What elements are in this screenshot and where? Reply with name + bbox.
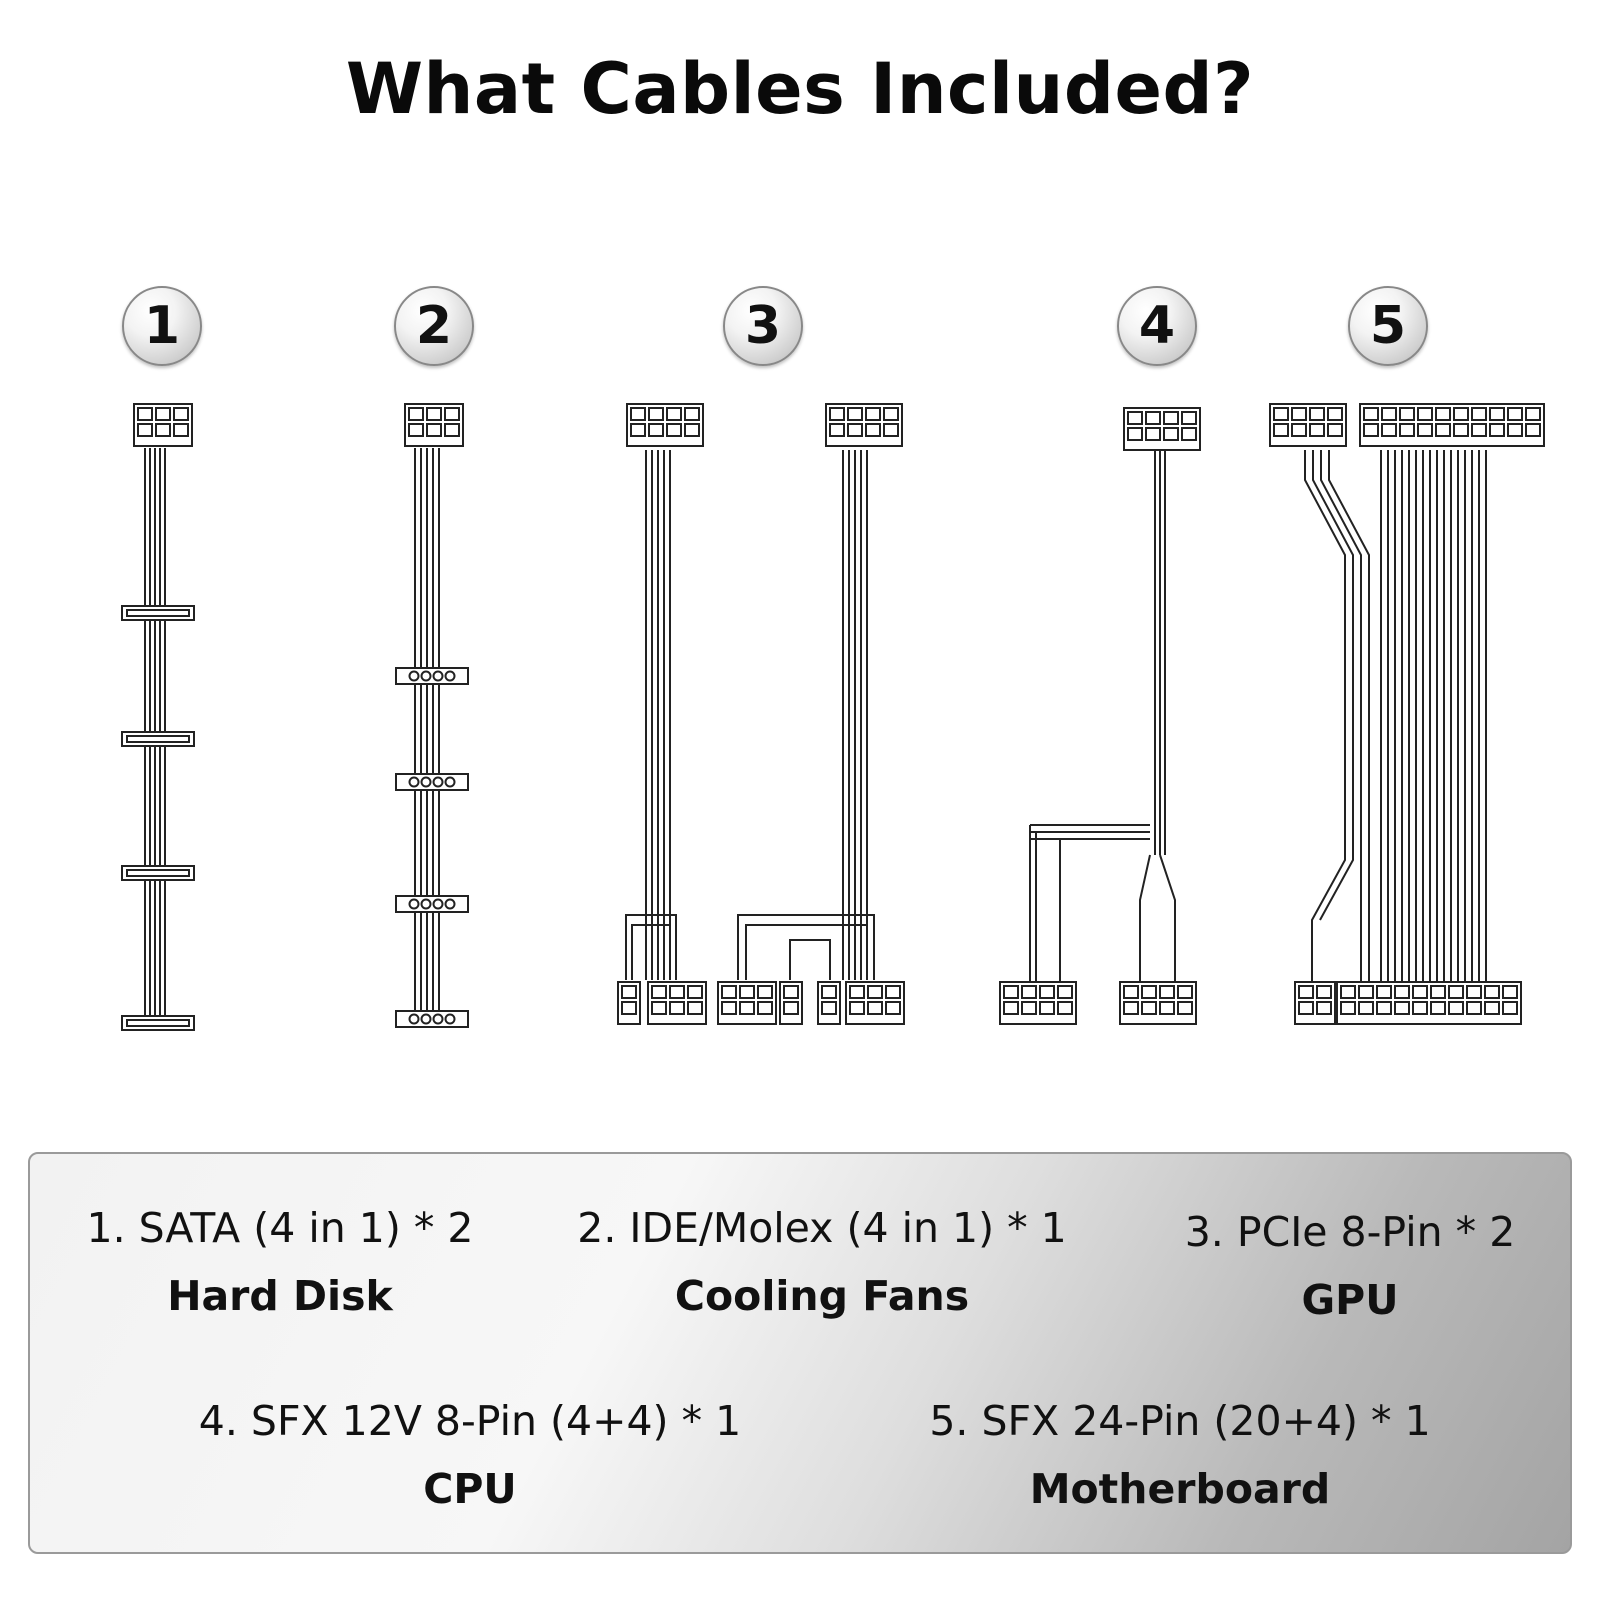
legend-item-pcie: 3. PCIe 8-Pin * 2 GPU [1140,1208,1560,1324]
pcie-plug [817,981,841,1025]
branch-wire [1312,450,1354,921]
pcie-plug [617,981,641,1025]
legend-use: Motherboard [1029,1465,1331,1513]
legend-panel: 1. SATA (4 in 1) * 2 Hard Disk 2. IDE/Mo… [28,1152,1572,1554]
cable-number-badge-3: 3 [723,286,803,366]
legend-spec: 1. SATA (4 in 1) * 2 [86,1204,474,1252]
legend-item-motherboard: 5. SFX 24-Pin (20+4) * 1 Motherboard [910,1397,1450,1513]
cable-number-badge-5: 5 [1348,286,1428,366]
page-title: What Cables Included? [345,48,1255,130]
branch-wire [1328,450,1370,982]
atx-plug [133,403,193,447]
cable-number-badge-1: 1 [122,286,202,366]
legend-use: Cooling Fans [674,1272,970,1320]
molex-cable-illustration [395,403,469,1028]
molex-connector [395,773,469,791]
legend-spec: 2. IDE/Molex (4 in 1) * 1 [577,1204,1067,1252]
branch-wire [789,939,831,980]
motherboard-cable-illustration [1269,403,1545,1025]
sata-connector [121,605,195,621]
legend-spec: 5. SFX 24-Pin (20+4) * 1 [929,1397,1431,1445]
legend-item-cpu: 4. SFX 12V 8-Pin (4+4) * 1 CPU [185,1397,755,1513]
cpu-cable-illustration [999,407,1201,1025]
pcie-cable-illustration [617,403,905,1025]
branch-wire [625,914,677,980]
branch-wire [1320,450,1362,982]
sata-connector [121,865,195,881]
sata-cable-illustration [121,403,195,1031]
branch-wire [745,924,866,980]
atx-plug [1269,403,1347,447]
pcie-plug [779,981,803,1025]
legend-item-sata: 1. SATA (4 in 1) * 2 Hard Disk [70,1204,490,1320]
atx-plug [825,403,903,447]
branch-wire [1139,854,1176,982]
legend-use: CPU [423,1465,517,1513]
sata-connector [121,731,195,747]
atx-plug [404,403,464,447]
molex-connector [395,895,469,913]
molex-connector [395,1010,469,1028]
atx-plug [1294,981,1336,1025]
cpu-plug [999,981,1077,1025]
pcie-plug [647,981,707,1025]
legend-use: GPU [1301,1276,1399,1324]
molex-connector [395,667,469,685]
cable-number-badge-2: 2 [394,286,474,366]
legend-use: Hard Disk [167,1272,393,1320]
pcie-plug [717,981,777,1025]
sata-connector [121,1015,195,1031]
atx-plug [1336,981,1522,1025]
atx-plug [1359,403,1545,447]
pcie-plug [845,981,905,1025]
legend-item-molex: 2. IDE/Molex (4 in 1) * 1 Cooling Fans [552,1204,1092,1320]
atx-plug [626,403,704,447]
cable-number-badge-4: 4 [1117,286,1197,366]
branch-wire [737,914,875,980]
branch-wire [1030,824,1150,840]
cpu-plug [1119,981,1197,1025]
branch-wire [1304,450,1346,982]
branch-wire [1029,825,1061,982]
cable-illustrations [121,403,1545,1031]
atx-plug [1123,407,1201,451]
legend-spec: 3. PCIe 8-Pin * 2 [1184,1208,1516,1256]
branch-wire [631,924,670,980]
legend-spec: 4. SFX 12V 8-Pin (4+4) * 1 [198,1397,742,1445]
